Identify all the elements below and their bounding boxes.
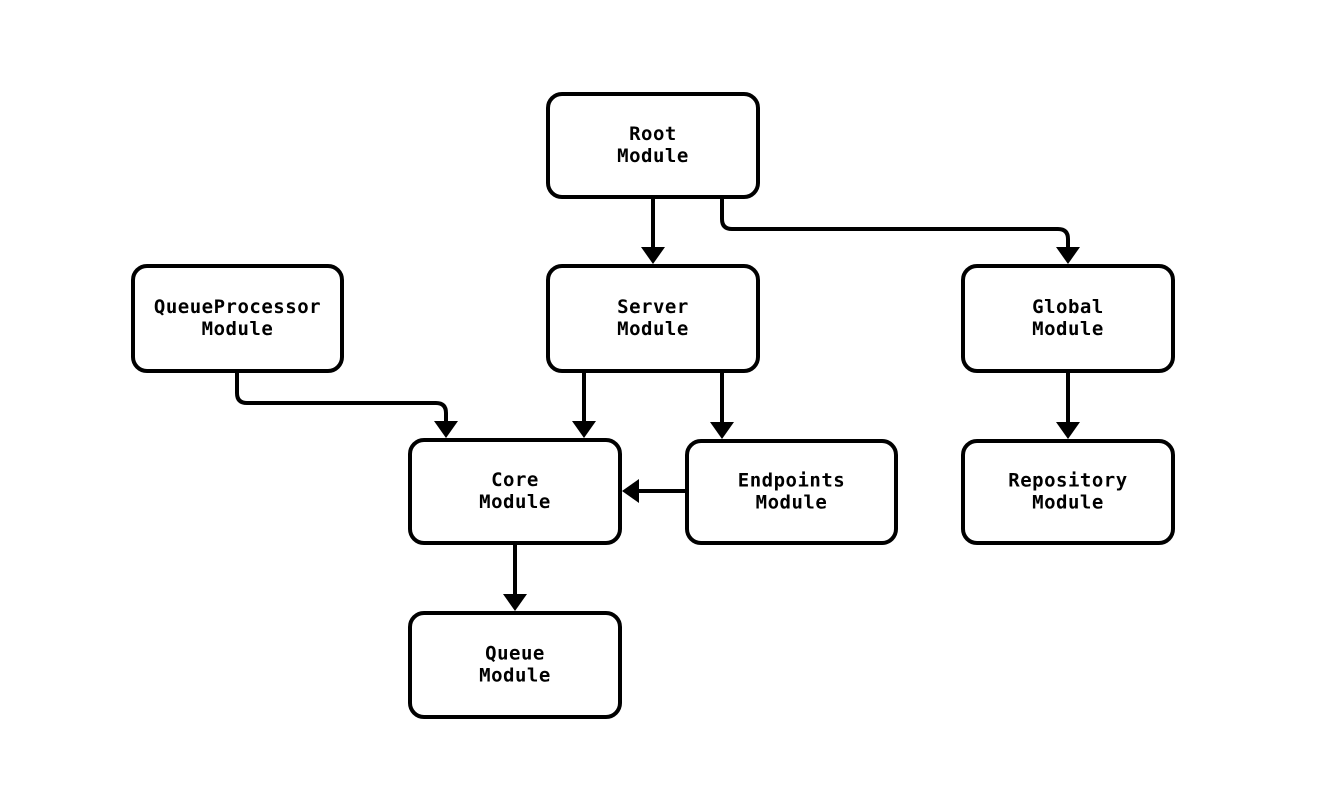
server-module-label-line2: Module: [617, 318, 689, 340]
arrowhead-global-to-repository-icon: [1056, 422, 1080, 439]
node-layer: Root Module QueueProcessor Module Server…: [131, 92, 1175, 719]
root-module-box[interactable]: [546, 92, 760, 199]
core-module-label-line2: Module: [479, 491, 551, 513]
global-module-box[interactable]: [961, 264, 1175, 373]
root-module-label-line2: Module: [617, 145, 689, 167]
edge-queueprocessor-to-core: [235, 371, 448, 426]
root-module-label-line1: Root: [629, 123, 677, 145]
queueprocessor-module-label-line2: Module: [202, 318, 274, 340]
repository-module-label-line1: Repository: [1008, 470, 1127, 492]
queueprocessor-module-label-line1: QueueProcessor: [154, 296, 321, 318]
endpoints-module-label-line2: Module: [756, 492, 828, 514]
queue-module-box[interactable]: [408, 611, 622, 719]
arrowhead-queueprocessor-to-core-icon: [434, 421, 458, 438]
core-module-node[interactable]: Core Module: [408, 438, 622, 545]
repository-module-node[interactable]: Repository Module: [961, 439, 1175, 545]
queue-module-label-line1: Queue: [485, 643, 545, 665]
queueprocessor-module-box[interactable]: [131, 264, 344, 373]
arrowhead-root-to-server-icon: [641, 247, 665, 264]
core-module-box[interactable]: [408, 438, 622, 545]
core-module-label-line1: Core: [491, 469, 539, 491]
global-module-label-line1: Global: [1032, 296, 1104, 318]
root-module-node[interactable]: Root Module: [546, 92, 760, 199]
queue-module-node[interactable]: Queue Module: [408, 611, 622, 719]
server-module-label-line1: Server: [617, 296, 689, 318]
global-module-node[interactable]: Global Module: [961, 264, 1175, 373]
repository-module-label-line2: Module: [1032, 492, 1104, 514]
server-module-box[interactable]: [546, 264, 760, 373]
global-module-label-line2: Module: [1032, 318, 1104, 340]
arrowhead-server-to-endpoints-icon: [710, 422, 734, 439]
arrowhead-endpoints-to-core-icon: [622, 479, 639, 503]
edge-layer: [235, 197, 1070, 599]
queue-module-label-line2: Module: [479, 665, 551, 687]
repository-module-box[interactable]: [961, 439, 1175, 545]
server-module-node[interactable]: Server Module: [546, 264, 760, 373]
endpoints-module-node[interactable]: Endpoints Module: [685, 439, 898, 545]
arrowhead-layer: [434, 247, 1080, 611]
arrowhead-core-to-queue-icon: [503, 594, 527, 611]
endpoints-module-box[interactable]: [685, 439, 898, 545]
arrowhead-root-to-global-icon: [1056, 247, 1080, 264]
queueprocessor-module-node[interactable]: QueueProcessor Module: [131, 264, 344, 373]
arrowhead-server-to-core-icon: [572, 421, 596, 438]
edge-root-to-global: [720, 197, 1070, 252]
endpoints-module-label-line1: Endpoints: [738, 470, 845, 492]
